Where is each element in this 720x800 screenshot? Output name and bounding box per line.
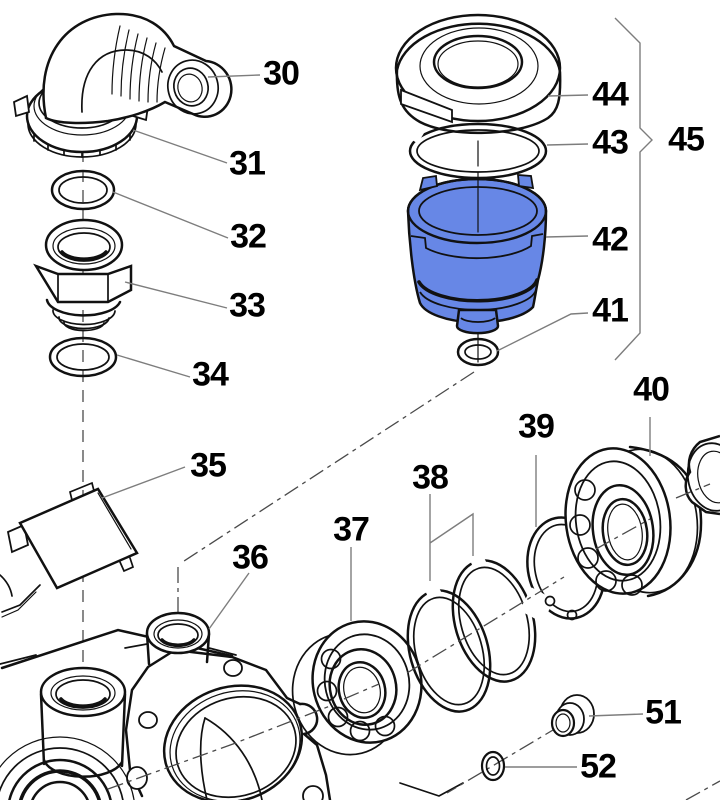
- part-32-o-ring: [50, 169, 116, 211]
- leader-36: [208, 572, 250, 630]
- part-51-plug: [550, 694, 595, 738]
- leader-43: [546, 143, 589, 146]
- coupling-stub: [684, 434, 720, 516]
- part-label-42: 42: [592, 220, 629, 259]
- part-label-45: 45: [668, 120, 705, 159]
- part-label-51: 51: [645, 693, 682, 732]
- part-44-cap: [394, 13, 562, 135]
- part-38-seal-rings: [406, 553, 537, 713]
- part-label-34: 34: [192, 355, 229, 394]
- part-label-38: 38: [412, 458, 449, 497]
- leader-44: [547, 94, 589, 97]
- part-label-32: 32: [230, 217, 267, 256]
- part-label-41: 41: [592, 291, 629, 330]
- shaft-centerline: [107, 483, 720, 800]
- part-40-bearing: [564, 445, 703, 598]
- part-label-37: 37: [333, 510, 370, 549]
- leader-51: [588, 713, 644, 717]
- part-label-33: 33: [229, 286, 266, 325]
- part-label-39: 39: [518, 407, 555, 446]
- part-35-cover-plate: [0, 481, 139, 618]
- part-label-44: 44: [592, 75, 629, 114]
- leader-30: [207, 74, 261, 78]
- part-label-31: 31: [229, 144, 266, 183]
- leader-32: [112, 191, 229, 239]
- part-label-40: 40: [633, 370, 670, 409]
- leader-31: [132, 129, 228, 164]
- pump-casing: [0, 611, 464, 800]
- bracket-45: [614, 17, 653, 361]
- part-label-36: 36: [232, 538, 269, 577]
- accumulator-centerline: [177, 371, 475, 627]
- leader-lines: [101, 17, 653, 768]
- part-30-elbow-fitting: [42, 12, 233, 125]
- leader-35: [101, 466, 186, 499]
- leader-38: [429, 494, 474, 581]
- leader-34: [116, 354, 191, 378]
- part-label-52: 52: [580, 747, 617, 786]
- part-label-35: 35: [190, 446, 227, 485]
- part-label-30: 30: [263, 54, 300, 93]
- part-label-43: 43: [592, 123, 629, 162]
- part-34-o-ring: [48, 336, 118, 378]
- part-42-accumulator-cup: [406, 171, 548, 363]
- part-52-o-ring: [480, 750, 506, 782]
- part-33-nipple-fitting: [33, 218, 133, 332]
- leader-41: [496, 312, 589, 352]
- part-41-o-ring: [456, 337, 500, 367]
- leader-33: [124, 281, 228, 309]
- leader-42: [545, 235, 589, 238]
